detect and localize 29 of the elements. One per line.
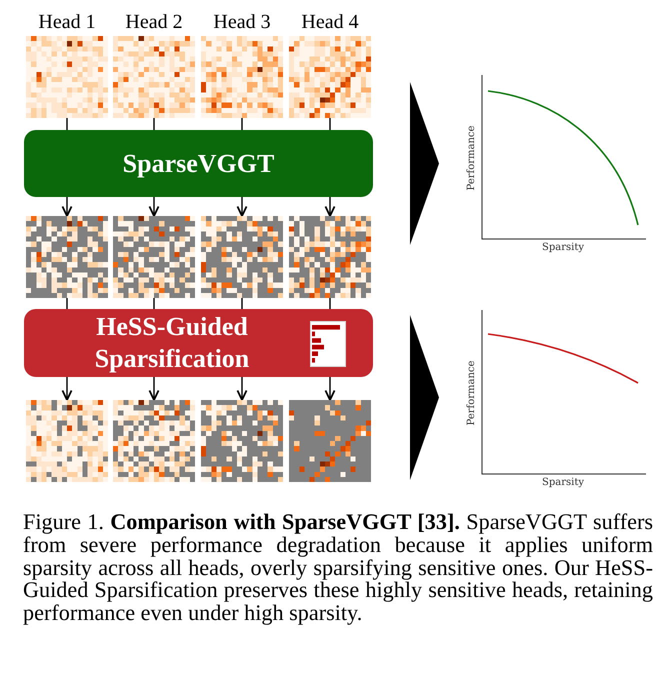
box-label: HeSS-Guided Sparsification	[94, 311, 250, 375]
arrow	[148, 197, 160, 217]
figure-caption: Figure 1. Comparison with SparseVGGT [33]. SparseVGGT suffers from severe performance degradation because it applies uniform sparsity across all heads, overly sparsifying sensitive ones. Our HeSS-Guided Sparsification preserves these highly sensitive heads, retaining performance even under high sparsity.	[23, 511, 653, 625]
connector-line	[153, 118, 155, 130]
connector-line	[66, 298, 68, 309]
arrow	[62, 197, 72, 217]
column-heading: Head 1	[38, 10, 96, 34]
connector-line	[241, 118, 243, 130]
connector-line	[329, 298, 331, 309]
column-heading: Head 2	[125, 10, 183, 34]
arrow	[236, 377, 248, 401]
connector-line	[66, 118, 68, 130]
axis-label: Performance	[466, 360, 478, 426]
arrow	[148, 377, 160, 401]
arrow	[236, 197, 248, 217]
axis-label: Sparsity	[542, 477, 584, 489]
arrow	[324, 377, 336, 401]
column-heading: Head 4	[301, 10, 359, 34]
arrow	[62, 377, 72, 401]
axis-label: Sparsity	[542, 242, 584, 254]
box-label: SparseVGGT	[122, 148, 274, 180]
process-box	[24, 130, 373, 197]
column-heading: Head 3	[213, 10, 271, 34]
connector-line	[241, 298, 243, 309]
connector-line	[153, 298, 155, 309]
arrow	[324, 197, 336, 217]
process-box	[24, 309, 373, 377]
connector-line	[329, 118, 331, 130]
axis-label: Performance	[466, 126, 478, 190]
